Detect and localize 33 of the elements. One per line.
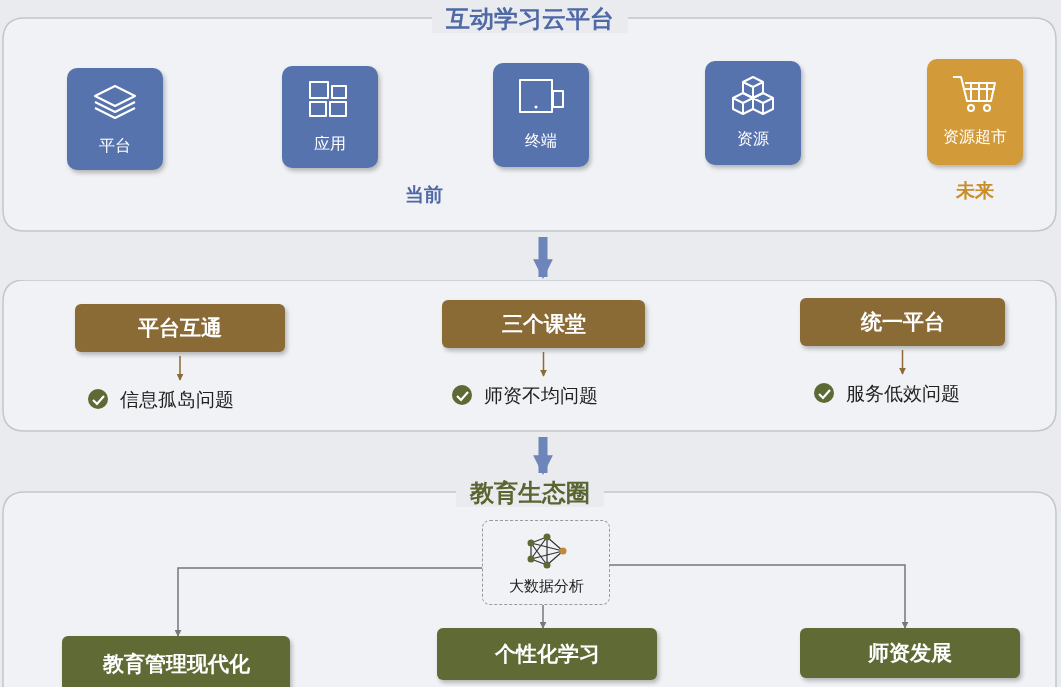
app-tile <box>282 66 378 168</box>
tile-label: 资源 <box>736 129 770 149</box>
arrow <box>540 351 547 377</box>
outcome-box: 师资发展 <box>800 628 1020 678</box>
title-bar: 平台互通 <box>75 304 285 352</box>
item-text: 师资不均问题 <box>484 383 598 407</box>
panel-heading: 教育生态圈 <box>455 479 604 507</box>
app-tile <box>493 63 589 167</box>
app-tile <box>927 59 1023 165</box>
arrow <box>174 567 483 637</box>
outcome-box: 个性化学习 <box>437 628 657 680</box>
tile-label: 终端 <box>524 131 558 151</box>
outcome-box: 教育管理现代化 <box>62 636 290 687</box>
panel-heading: 互动学习云平台 <box>431 5 628 33</box>
tile-label: 应用 <box>313 134 347 154</box>
caption-text: 未来 <box>955 179 995 201</box>
item-text: 服务低效问题 <box>846 381 960 405</box>
title-bar: 统一平台 <box>800 298 1005 346</box>
app-tile <box>705 61 801 165</box>
app-tile <box>67 68 163 170</box>
arrow <box>176 355 184 381</box>
block-arrow <box>533 437 553 475</box>
tile-label: 资源超市 <box>942 127 1008 147</box>
block-arrow <box>533 237 553 279</box>
analysis-box <box>482 520 610 605</box>
arrow <box>539 604 547 629</box>
box-label: 大数据分析 <box>507 577 585 595</box>
item-text: 信息孤岛问题 <box>120 387 234 411</box>
tile-label: 平台 <box>98 136 132 156</box>
arrow <box>609 564 909 629</box>
caption-text: 当前 <box>405 182 443 206</box>
title-bar: 三个课堂 <box>442 300 645 348</box>
arrow <box>899 349 906 375</box>
